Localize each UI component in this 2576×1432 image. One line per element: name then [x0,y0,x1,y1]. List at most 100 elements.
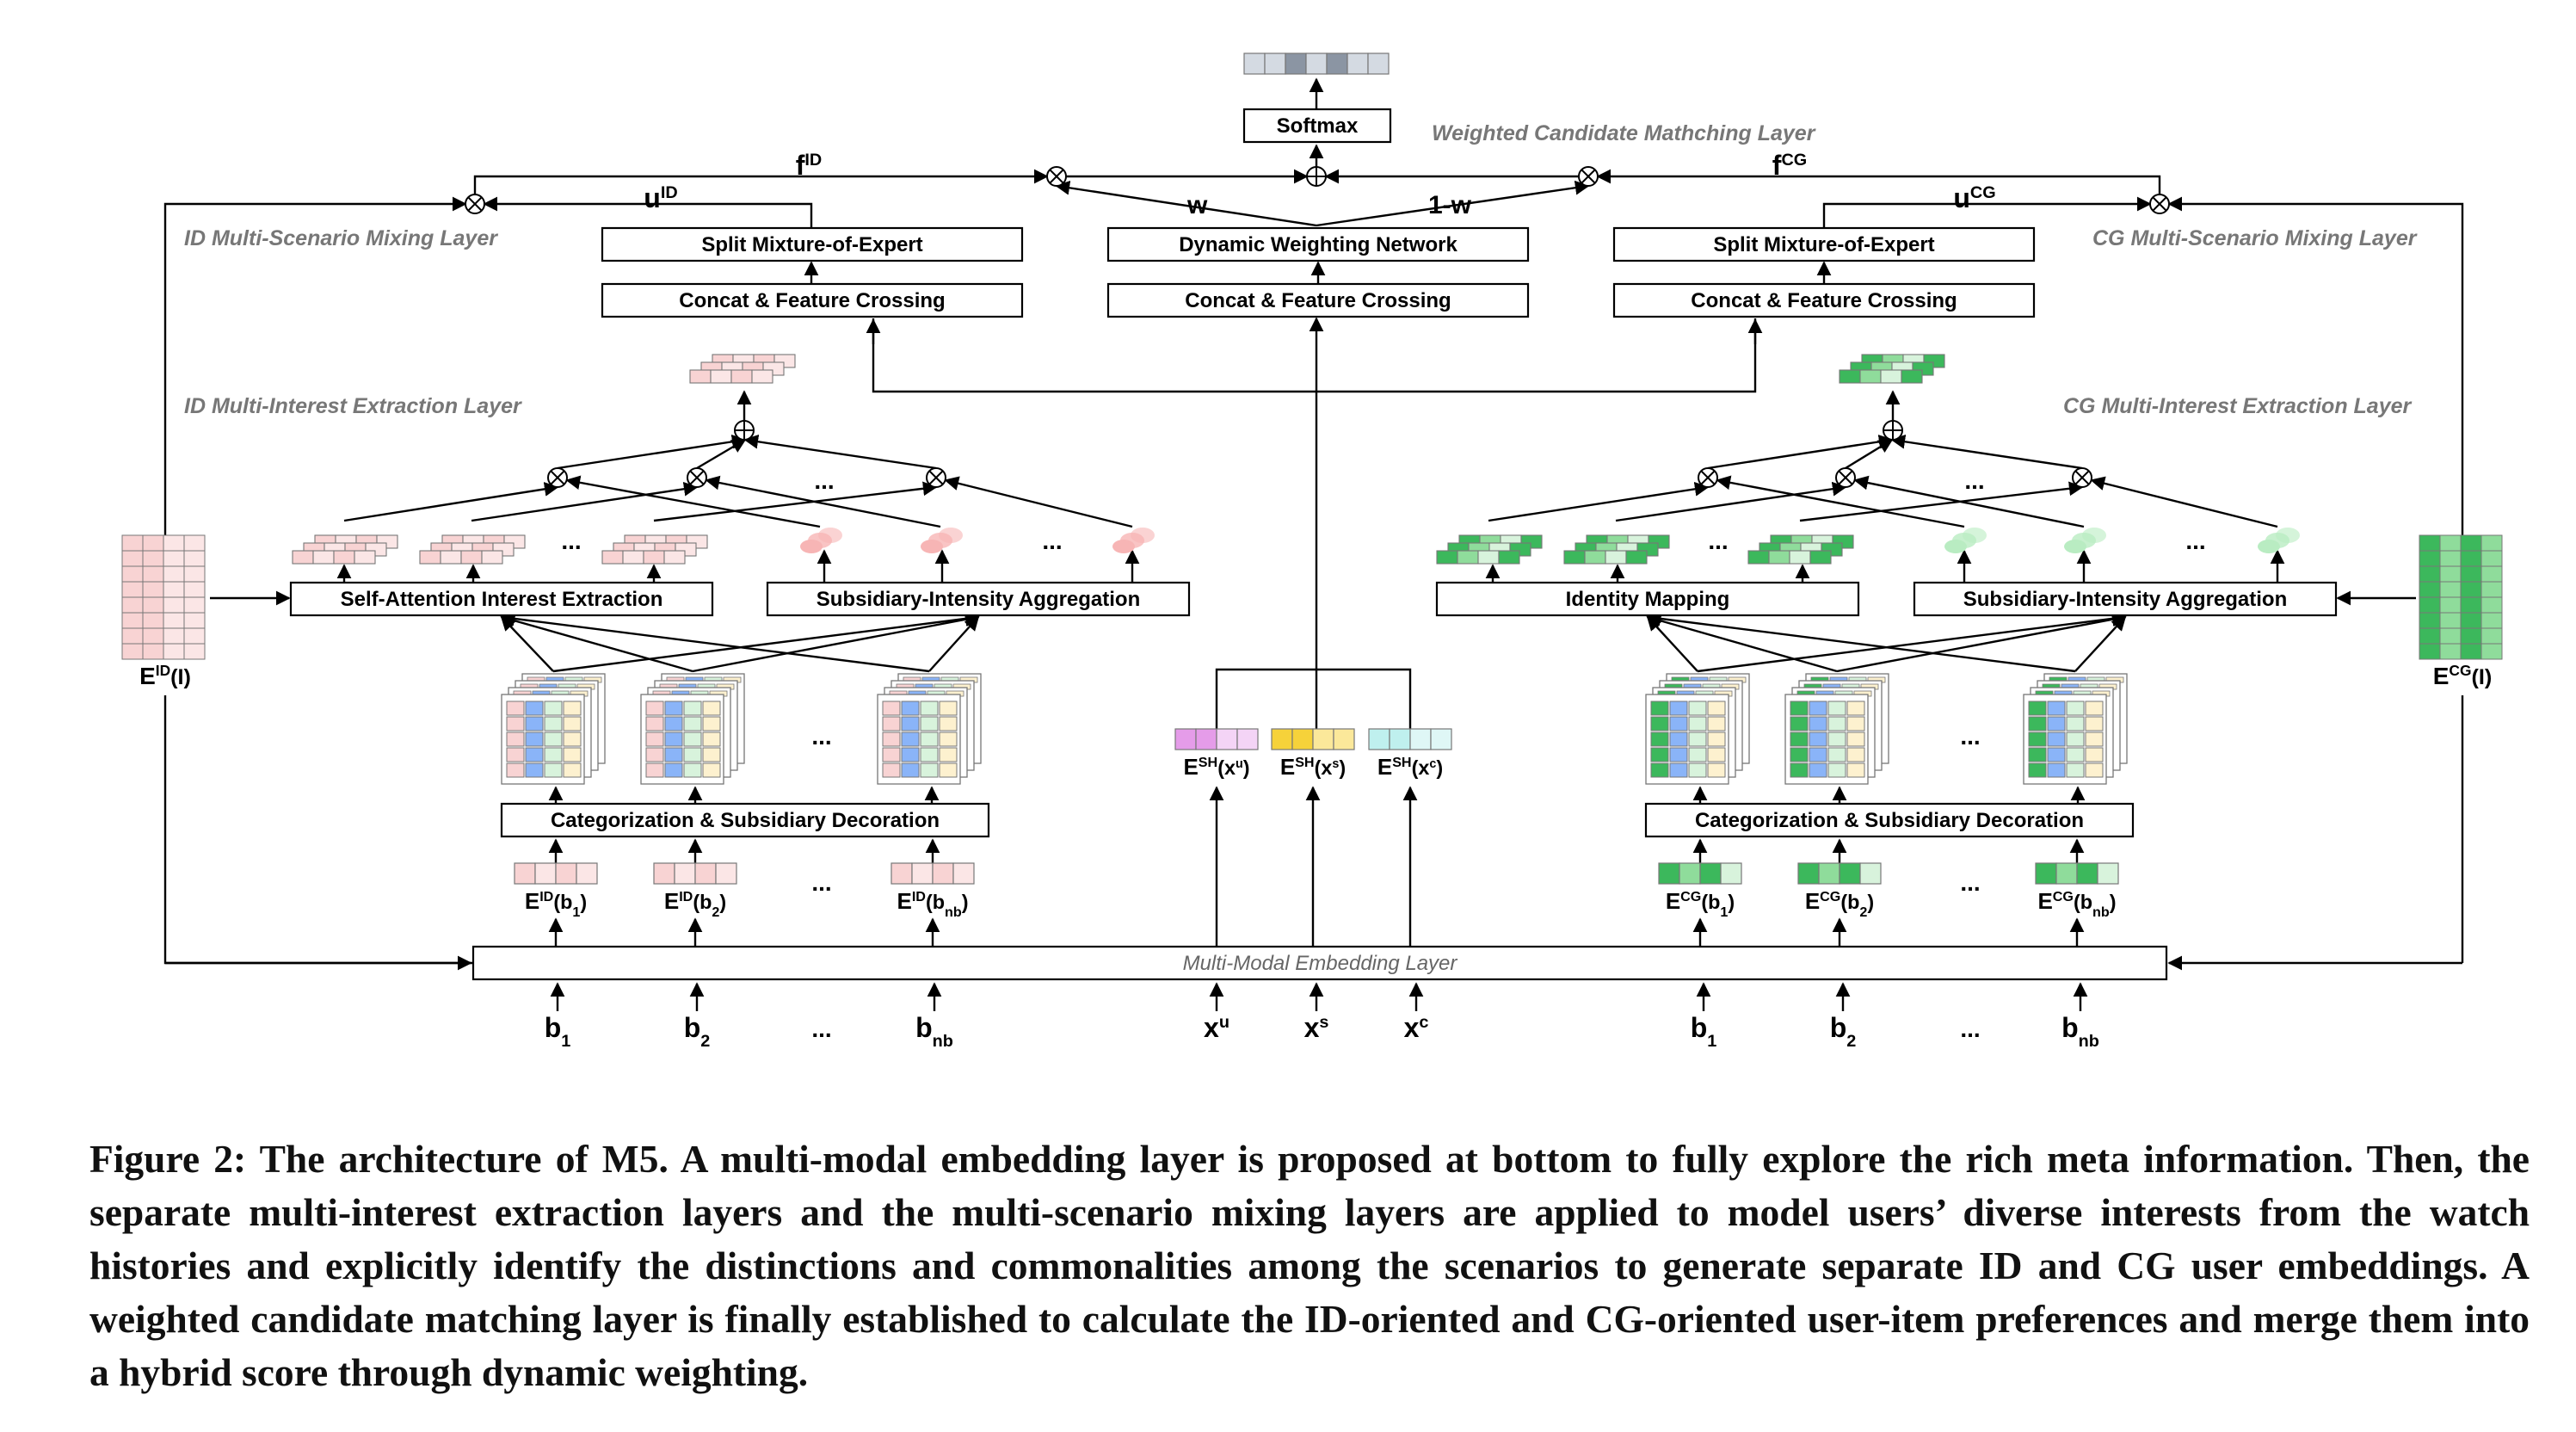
cg-interest-stack-0 [1436,534,1543,565]
cg-extraction-title: CG Multi-Interest Extraction Layer [2063,394,2413,418]
id-ot-to-sum-2 [743,434,937,470]
concat-mid [1106,282,1530,318]
categorization-right-box [1644,802,2135,838]
id-mix-otimes [465,194,485,214]
cg-interest-otimes-0 [1698,467,1718,488]
identity-mapping-box [1435,581,1860,617]
input-left-1: b2 [684,1012,711,1051]
embedding-layer-box [471,945,2168,981]
id-matrix-ellipsis: ... [811,723,831,750]
input-right-1: b2 [1830,1012,1857,1051]
subsidiary-left-box-label: Subsidiary-Intensity Aggregation [817,588,1141,611]
id-blob-to-ot-2 [944,476,1133,528]
id-embedding-label-1: EID(b2) [664,888,726,920]
idm-to-sia-0 [552,611,980,673]
id-blob-to-ot-0 [565,475,821,528]
concat-left-label: Concat & Feature Crossing [679,289,945,312]
id-behavior-matrix-1 [640,673,745,785]
cgm-to-sia-2 [2074,615,2127,672]
cg-embedding-cells-1 [1797,862,1882,885]
cg-embedding-label-2: ECG(bnb) [2037,888,2116,920]
id-weight-otimes [1046,166,1067,187]
cg-intensity-blob-1 [2064,528,2106,553]
cg-behavior-matrix-1 [1784,673,1889,785]
cg-behavior-matrix-0 [1645,673,1750,785]
cg-stack-to-ot-1 [1615,481,1847,522]
uid-line [483,196,813,228]
cg-embedding-ellipsis: ... [1960,869,1980,896]
w-arrow [1055,180,1317,227]
subsidiary-right-box-label: Subsidiary-Intensity Aggregation [1963,588,2288,611]
split-moe-right [1612,226,2036,262]
cg-stack-to-ot-2 [1799,481,2084,522]
split-moe-right-label: Split Mixture-of-Expert [1713,233,1934,256]
id-intensity-blob-2 [1112,528,1155,553]
subsidiary-right-box [1913,581,2338,617]
w-label: w [1186,191,1208,219]
id-behavior-matrix-2 [877,673,982,785]
categorization-left-box [500,802,990,838]
e-cg-matrix [2419,534,2503,660]
id-stack-to-ot-0 [343,482,559,522]
one-minus-w-label: 1-w [1428,191,1472,219]
cg-intensity-blob-2 [2258,528,2300,553]
cgm-to-sia-0 [1697,611,2127,673]
fid-line [473,169,1049,199]
cg-side-to-mix [2167,196,2464,535]
one-minus-w-arrow [1316,180,1590,227]
shared-embedding-label-1: ESH(xs) [1280,754,1346,780]
input-left-ellipsis: ... [811,1015,831,1042]
id-intensity-blob-1 [921,528,963,553]
cg-interest-stack-2 [1747,534,1854,565]
shared-embedding-label-2: ESH(xc) [1377,754,1443,780]
weighted-layer-title: Weighted Candidate Mathching Layer [1432,121,1816,145]
split-moe-left-label: Split Mixture-of-Expert [701,233,922,256]
cgm-to-im-2 [1646,611,2076,673]
cg-matrix-ellipsis: ... [1960,723,1980,750]
cg-interest-otimes-1 [1835,467,1856,488]
embed-to-id-side [163,695,472,965]
dynamic-weighting-box-label: Dynamic Weighting Network [1179,233,1457,256]
id-blob-to-ot-1 [705,475,941,528]
idm-to-sa-2 [500,611,930,673]
id-mixing-title: ID Multi-Scenario Mixing Layer [184,226,498,250]
cg-blob-ellipsis: ... [2185,528,2205,554]
id-interest-stack-2 [601,534,708,565]
cg-stack-ellipsis: ... [1708,528,1728,554]
concat-right [1612,282,2036,318]
id-pooled-stack [689,354,796,384]
id-stack-ellipsis: ... [561,528,581,554]
id-interest-otimes-0 [547,467,568,488]
concat-right-label: Concat & Feature Crossing [1691,289,1957,312]
softmax-box-label: Softmax [1277,114,1359,138]
cg-embedding-cells-0 [1658,862,1742,885]
cg-embedding-label-0: ECG(b1) [1666,888,1735,920]
id-stack-to-ot-2 [653,481,938,522]
cg-embedding-label-1: ECG(b2) [1805,888,1874,920]
input-mid-0: xu [1204,1012,1229,1043]
input-left-0: b1 [545,1012,571,1051]
cg-blob-to-ot-2 [2090,476,2278,528]
cg-intensity-blob-0 [1944,528,1987,553]
split-moe-left [601,226,1024,262]
cg-blob-to-ot-1 [1853,475,2085,528]
output-vector [1243,52,1390,75]
concat-fanout [872,318,1757,393]
cg-mixing-title: CG Multi-Scenario Mixing Layer [2092,226,2418,250]
cg-otimes-ellipsis: ... [1964,467,1984,494]
embedding-layer-box-label: Multi-Modal Embedding Layer [1183,952,1458,975]
cg-interest-stack-1 [1563,534,1670,565]
id-embedding-ellipsis: ... [811,869,831,896]
id-behavior-matrix-0 [501,673,606,785]
id-embedding-cells-1 [653,862,737,885]
id-ot-to-sum-0 [557,434,747,470]
cgm-to-sia-1 [1836,612,2127,673]
id-intensity-blob-0 [800,528,842,553]
f-cg-label: fCG [1772,150,1807,181]
id-extraction-title: ID Multi-Interest Extraction Layer [184,394,522,418]
merge-oplus [1306,166,1327,187]
id-ot-to-sum-1 [696,438,747,470]
dynamic-weighting-box [1106,226,1530,262]
shared-embedding-cells-0 [1174,728,1259,750]
self-attention-box-label: Self-Attention Interest Extraction [341,588,663,611]
